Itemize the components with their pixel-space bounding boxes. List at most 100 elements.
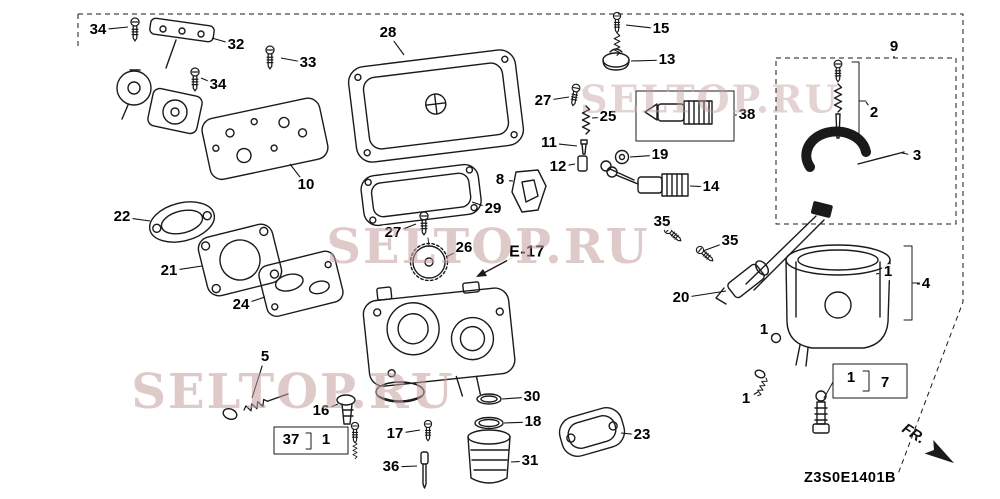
part-38-solenoid (644, 100, 713, 125)
part-number-callout: 31 (519, 452, 541, 470)
bracket-4 (903, 245, 921, 321)
part-number-callout: 27 (382, 224, 404, 242)
part-number-callout: 15 (650, 20, 672, 38)
part-number-callout: 7 (878, 374, 892, 392)
leader-line (753, 391, 759, 395)
part-washer (770, 332, 782, 344)
part-12-valve-seat (577, 155, 588, 172)
group-box-7 (832, 363, 908, 399)
part-float (375, 381, 425, 403)
leader-line (625, 24, 653, 29)
part-number-callout: 17 (384, 425, 406, 443)
part-24-gasket (258, 250, 344, 317)
part-number-callout: 19 (649, 146, 671, 164)
leader-line (403, 429, 421, 434)
part-number-callout: 1 (739, 390, 753, 408)
part-number-callout: 10 (295, 176, 317, 194)
part-number-callout: 13 (656, 51, 678, 69)
group-box-37 (273, 426, 349, 455)
part-number-callout: 29 (482, 200, 504, 218)
part-20-arm-bracket (715, 201, 833, 305)
part-number-callout: 9 (887, 38, 901, 56)
part-number-callout: 33 (297, 54, 319, 72)
part-number-callout: 4 (919, 275, 933, 293)
leader-line (401, 223, 417, 231)
part-number-callout: 1 (844, 369, 858, 387)
part-number-callout: 25 (597, 108, 619, 126)
part-18-oring (474, 416, 504, 430)
leader-line (875, 272, 880, 275)
part-number-callout: 32 (225, 36, 247, 54)
part-10-plate (201, 97, 329, 181)
leader-line (471, 201, 485, 207)
part-number-callout: 37 (280, 431, 302, 449)
part-21-spacer (197, 223, 283, 297)
leader-line (865, 101, 870, 107)
bracket-7 (862, 370, 870, 392)
leader-line (689, 290, 727, 298)
leader-line (620, 432, 634, 435)
part-number-callout: 23 (631, 426, 653, 444)
part-number-callout: 30 (521, 388, 543, 406)
part-number-callout: 1 (319, 431, 333, 449)
part-number-callout: 11 (539, 134, 559, 152)
part-14-solenoid (606, 166, 689, 197)
leader-line (289, 163, 301, 179)
part-carburetor-body (362, 281, 516, 397)
part-number-callout: 35 (651, 213, 673, 231)
leader-line (630, 59, 659, 62)
bracket-37 (305, 432, 312, 450)
part-pilot-screw (754, 369, 769, 398)
part-7-drain-screw (812, 390, 830, 434)
part-3-cam (801, 126, 905, 172)
leader-line (557, 143, 578, 147)
part-26-gear (409, 237, 449, 282)
leader-line (130, 217, 151, 222)
part-31-cup (467, 429, 511, 484)
drawing-code: Z3S0E1401B (803, 470, 897, 486)
part-13-cap (602, 48, 630, 71)
part-1-float-chamber (785, 244, 891, 367)
part-36-jet (420, 451, 429, 489)
part-8-float-arm (511, 169, 547, 213)
part-number-callout: 16 (310, 402, 332, 420)
part-number-callout: 28 (377, 24, 399, 42)
leader-line (551, 96, 570, 101)
part-number-callout: 22 (111, 208, 133, 226)
leader-line (702, 243, 722, 252)
leader-line (501, 397, 524, 400)
part-number-callout: 36 (380, 458, 402, 476)
part-number-callout: 26 (453, 239, 475, 257)
leader-line (106, 26, 129, 30)
leader-line (251, 365, 263, 399)
part-number-callout: 3 (910, 147, 924, 165)
part-5-screw-set (222, 393, 289, 420)
leader-line (510, 460, 522, 463)
diagram-boundary (77, 13, 964, 475)
part-11-float-valve (580, 139, 588, 155)
part-32-choke-solenoid (116, 17, 215, 135)
part-28-cover (347, 49, 525, 163)
leader-line (211, 37, 228, 44)
part-number-callout: 34 (87, 21, 109, 39)
part-number-callout: 8 (493, 171, 507, 189)
leader-line (177, 265, 203, 271)
part-number-callout: 1 (757, 321, 771, 339)
reference-arrow (476, 257, 513, 277)
leader-line (399, 465, 418, 468)
leader-line (901, 152, 909, 155)
assembly-reference-label: E-17 (507, 243, 547, 262)
part-22-gasket (148, 201, 216, 243)
part-number-callout: 5 (258, 348, 272, 366)
part-30-ring (476, 393, 502, 405)
part-number-callout: 14 (700, 178, 722, 196)
part-number-callout: 21 (158, 262, 180, 280)
fr-arrow-icon (924, 440, 955, 464)
group-box-9 (775, 57, 957, 225)
group-box-38 (635, 90, 735, 142)
part-16-screw (336, 394, 356, 425)
